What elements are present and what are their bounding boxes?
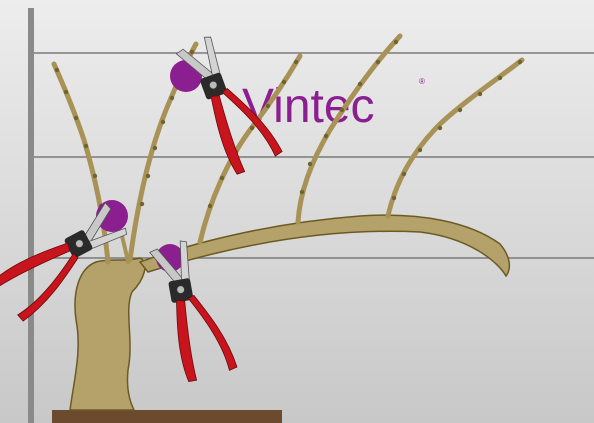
logo-registered-mark: ®	[419, 77, 425, 86]
soil	[52, 410, 282, 423]
trellis-post	[28, 8, 34, 423]
